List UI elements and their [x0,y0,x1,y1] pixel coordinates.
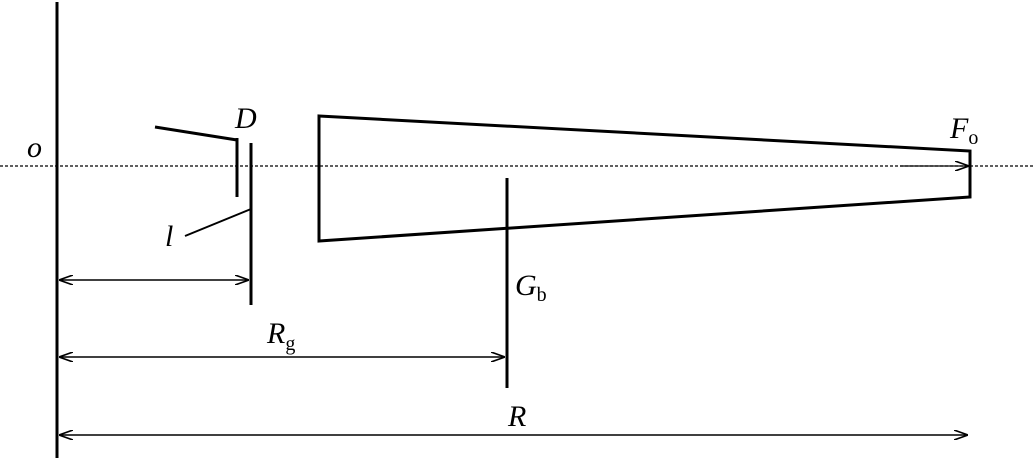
focus-label-sub: o [968,127,978,149]
origin-label: o [27,131,42,164]
rg-label-sub: g [285,333,295,355]
rg-label-main: R [266,317,285,350]
lens-label: l [165,220,173,253]
focus-label: Fo [949,112,978,149]
r-label: R [507,400,526,433]
grid-label: Gb [515,269,547,306]
diaphragm-slant [154,125,238,142]
grid-label-main: G [515,269,537,302]
tapered-tube [317,114,972,243]
grid-label-sub: b [537,284,547,306]
rg-label: Rg [266,317,295,355]
focus-label-main: F [949,112,969,145]
lens-leader-line [184,208,252,237]
diaphragm-label: D [234,102,257,135]
